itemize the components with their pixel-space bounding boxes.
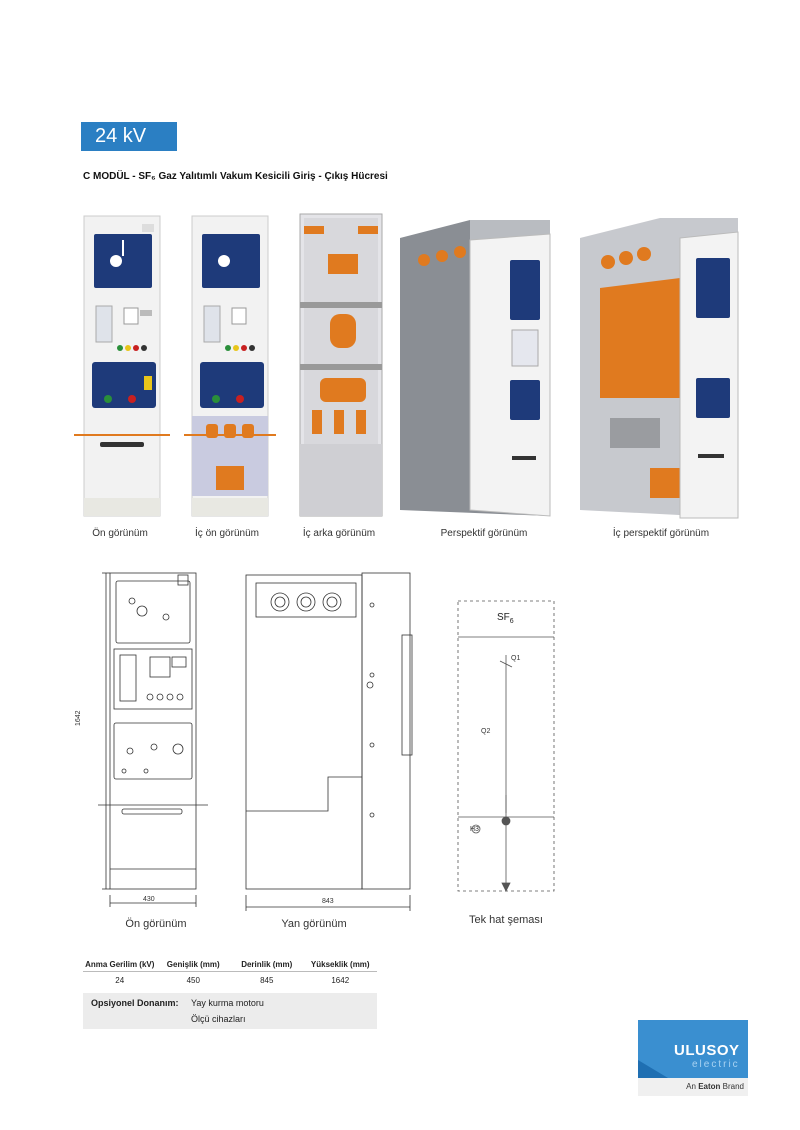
optional-item-1: Yay kurma motoru — [191, 998, 264, 1008]
sf6-label: SF6 — [497, 612, 514, 625]
technical-drawings — [98, 572, 555, 911]
inner-front-view-photo — [184, 215, 276, 517]
page-subtitle: C MODÜL - SF₆ Gaz Yalıtımlı Vakum Kesici… — [83, 171, 388, 182]
spec-header-row: Anma Gerilim (kV) Genişlik (mm) Derinlik… — [83, 958, 377, 972]
cell-depth: 845 — [260, 976, 274, 985]
q1-label: Q1 — [511, 655, 521, 662]
header-height: Yükseklik (mm) — [303, 958, 377, 972]
optional-item-2: Ölçü cihazları — [191, 1014, 246, 1024]
single-line-diagram — [457, 600, 555, 892]
height-dimension: 1642 — [75, 710, 82, 726]
logo-tagline: An Eaton Brand — [638, 1078, 748, 1096]
logo-sub: electric — [692, 1059, 740, 1070]
photo-caption-4: Perspektif görünüm — [440, 528, 528, 539]
switchgear-photos — [74, 213, 739, 519]
optional-equipment: Opsiyonel Donanım: Yay kurma motoru Ölçü… — [83, 993, 377, 1029]
ulusoy-logo: ULUSOY electric An Eaton Brand — [638, 1020, 748, 1096]
inner-rear-view-photo — [299, 213, 383, 517]
photo-caption-5: İç perspektif görünüm — [612, 528, 710, 539]
voltage-badge: 24 kV — [81, 122, 177, 151]
h3-label: H3 — [470, 826, 479, 833]
front-drawing-caption: Ön görünüm — [125, 918, 187, 930]
width-dimension: 430 — [143, 896, 155, 903]
front-drawing — [98, 572, 208, 907]
perspective-view-photo — [400, 220, 551, 517]
header-depth: Derinlik (mm) — [230, 958, 304, 972]
spec-row: 24 450 845 1642 — [83, 972, 377, 990]
header-width: Genişlik (mm) — [156, 958, 230, 972]
photo-caption-2: İç ön görünüm — [195, 528, 259, 539]
logo-brand: ULUSOY — [674, 1042, 740, 1059]
q2-label: Q2 — [481, 728, 491, 735]
side-drawing — [245, 572, 413, 911]
photo-caption-3: İç arka görünüm — [302, 528, 376, 539]
cell-height: 1642 — [331, 976, 350, 985]
diagram-caption: Tek hat şeması — [469, 914, 543, 926]
logo-box: ULUSOY electric — [638, 1020, 748, 1078]
photo-caption-1: Ön görünüm — [92, 528, 148, 539]
optional-label: Opsiyonel Donanım: — [91, 998, 179, 1008]
side-drawing-caption: Yan görünüm — [281, 918, 347, 930]
depth-dimension: 843 — [322, 898, 334, 905]
spec-table: Anma Gerilim (kV) Genişlik (mm) Derinlik… — [83, 958, 377, 989]
cell-width: 450 — [186, 976, 200, 985]
header-voltage: Anma Gerilim (kV) — [83, 958, 157, 972]
inner-perspective-view-photo — [580, 218, 739, 519]
front-view-photo — [74, 215, 170, 517]
cell-voltage: 24 — [115, 976, 125, 985]
